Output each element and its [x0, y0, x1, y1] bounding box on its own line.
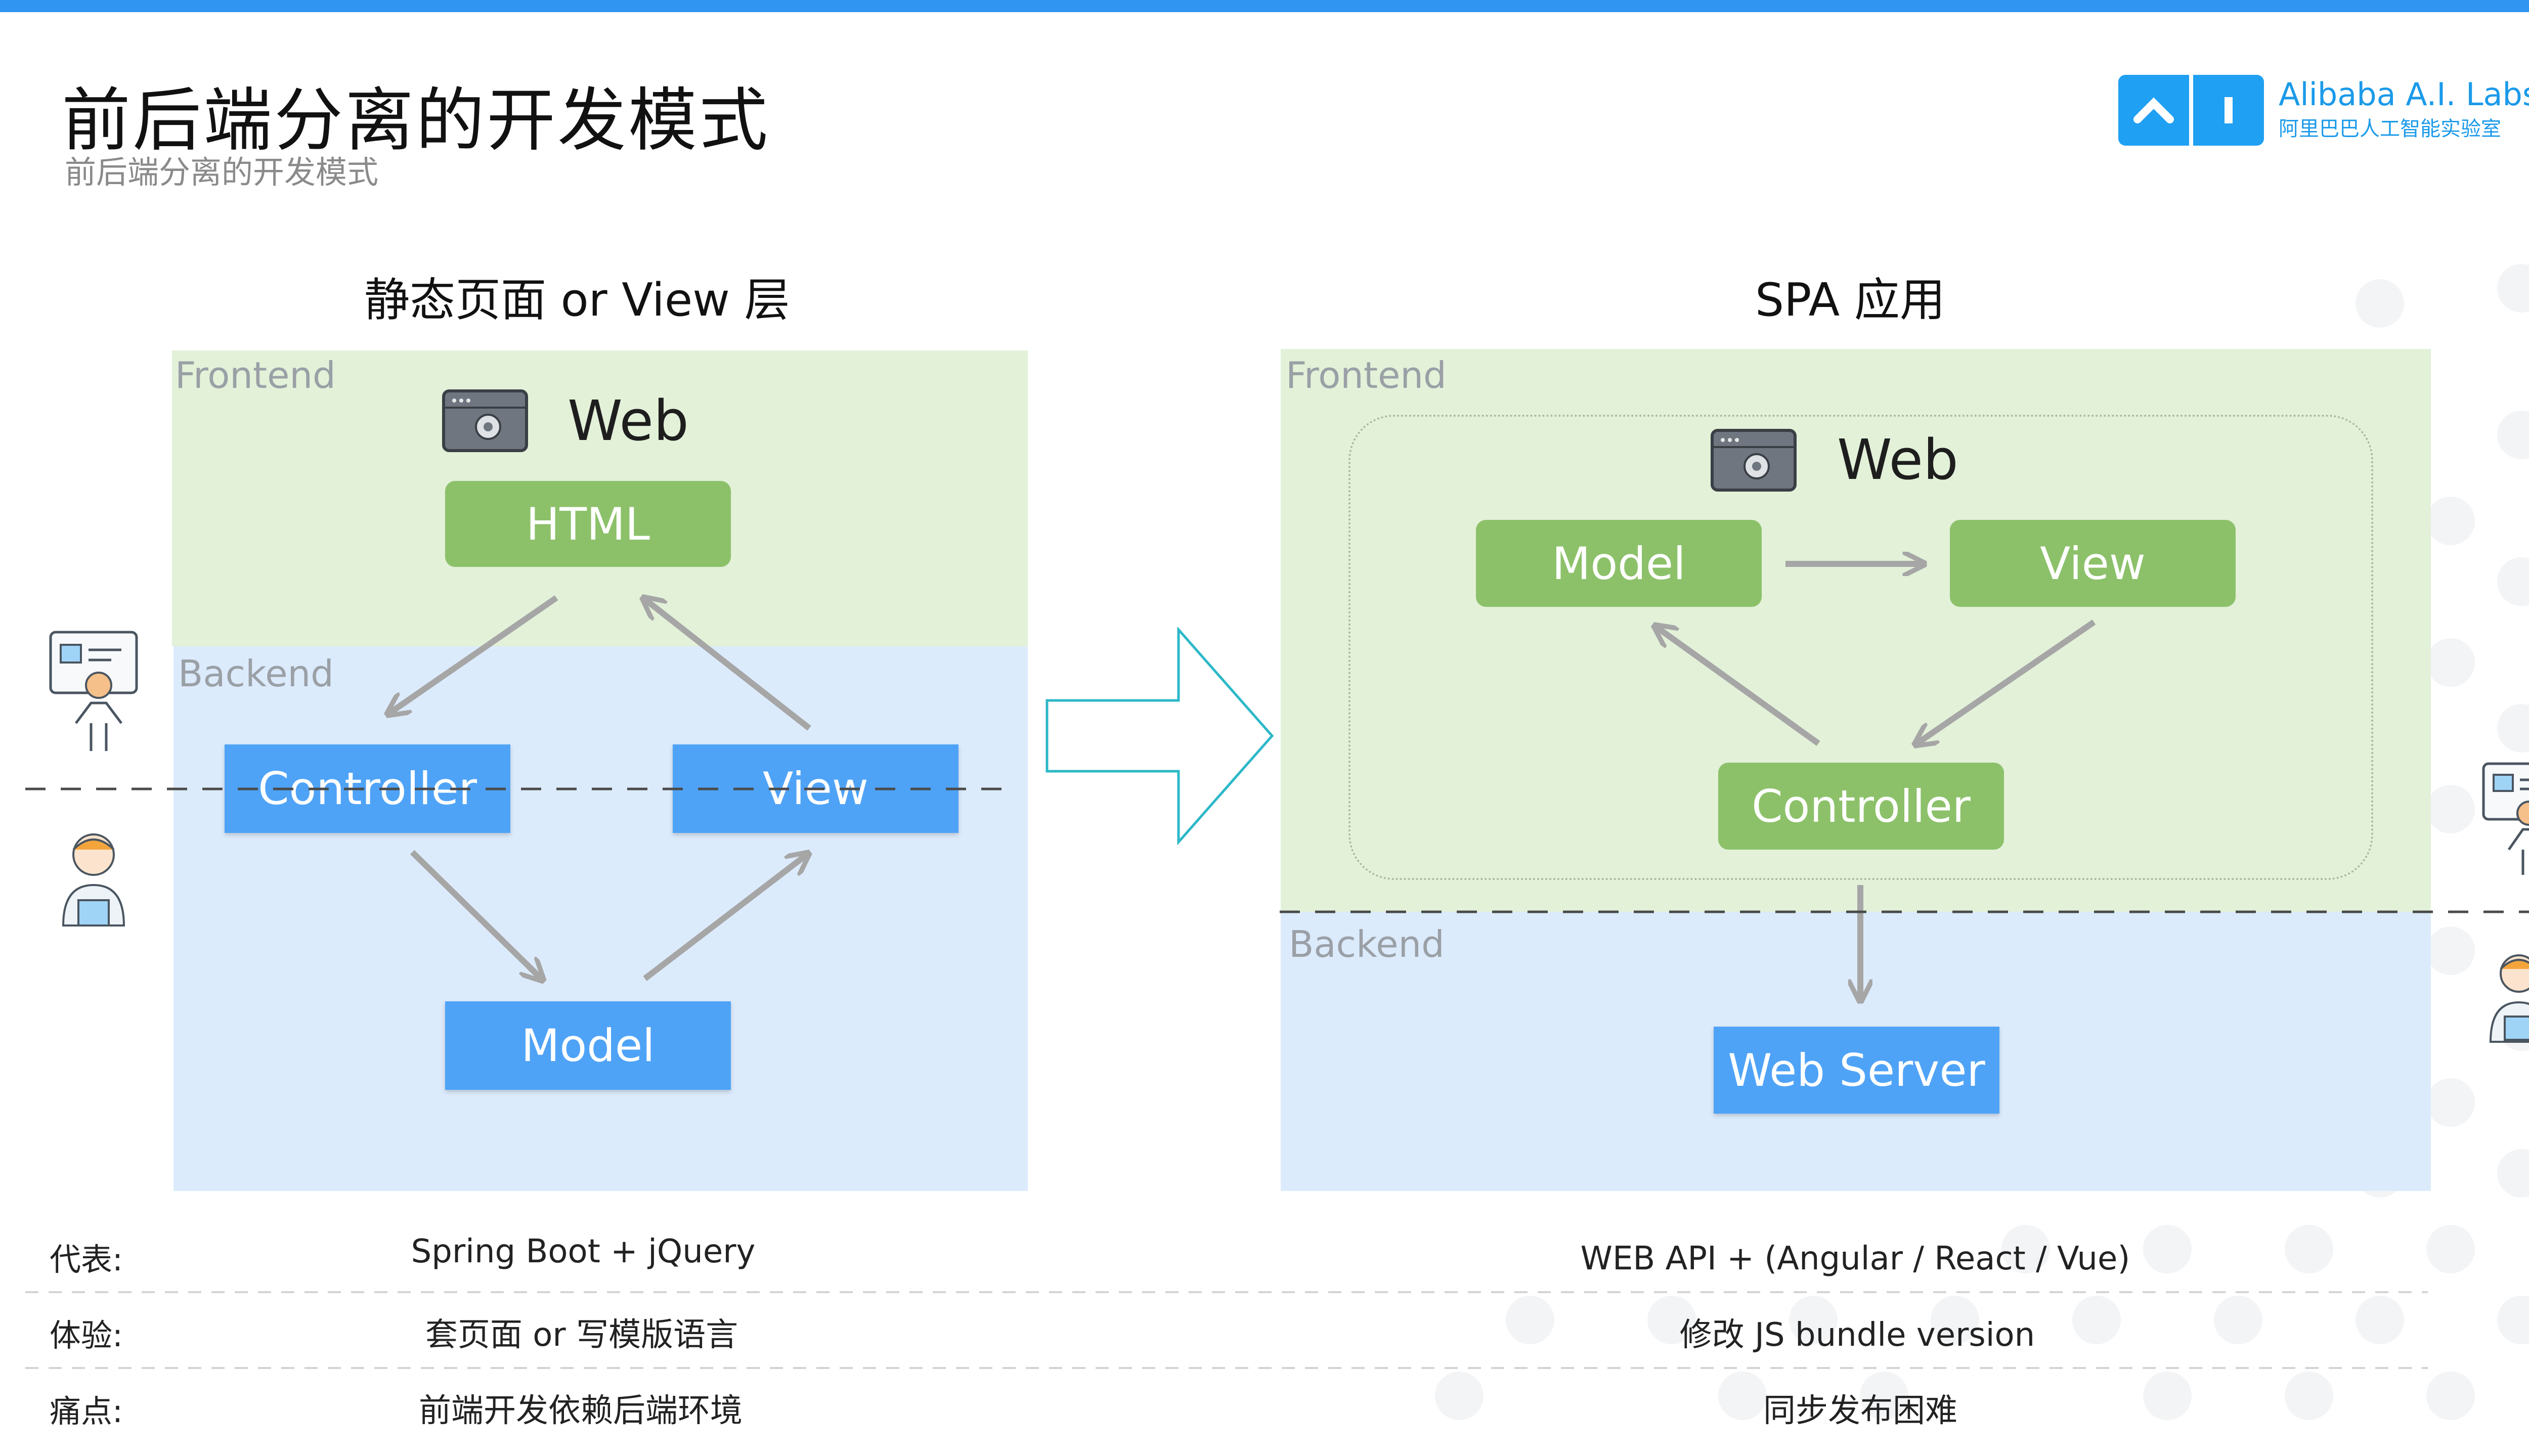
right-model-box: Model [1476, 520, 1762, 607]
top-accent-bar [0, 0, 2529, 12]
right-controller-box: Controller [1718, 763, 2004, 850]
table-right-experience: 修改 JS bundle version [1679, 1316, 2035, 1354]
arrow-view-to-html [645, 599, 811, 731]
table-left-representative: Spring Boot + jQuery [411, 1233, 756, 1270]
arrow-controller-to-model [1656, 627, 1820, 746]
right-web-container [1348, 415, 2373, 880]
table-label-representative: 代表: [50, 1241, 123, 1278]
person-presenter-icon [2482, 762, 2529, 875]
table-right-representative: WEB API + (Angular / React / Vue) [1580, 1240, 2130, 1277]
logo-mark-left [2118, 75, 2189, 146]
chevron-up-icon [2133, 97, 2174, 123]
table-label-pain-points: 痛点: [50, 1393, 123, 1430]
browser-icon [442, 389, 528, 452]
person-developer-icon [62, 833, 125, 926]
right-web-server-box: Web Server [1714, 1027, 1999, 1114]
table-label-experience: 体验: [50, 1317, 123, 1354]
left-backend-label: Backend [178, 652, 334, 695]
person-presenter-icon [49, 631, 138, 751]
left-model-box: Model [445, 1001, 731, 1090]
logo-mark-right [2193, 75, 2264, 146]
person-developer-icon [2489, 954, 2529, 1043]
left-web-label: Web [568, 388, 689, 453]
right-panel-title: SPA 应用 [1755, 274, 1945, 327]
page-title: 前后端分离的开发模式 [62, 81, 770, 161]
left-frontend-label: Frontend [175, 354, 336, 396]
arrow-model-to-view [643, 855, 807, 981]
logo-name: Alibaba A.I. Labs [2279, 76, 2529, 113]
browser-icon [1711, 429, 1797, 492]
table-right-pain-points: 同步发布困难 [1763, 1392, 1957, 1430]
page-subtitle: 前后端分离的开发模式 [65, 154, 379, 191]
table-left-experience: 套页面 or 写模版语言 [425, 1316, 738, 1354]
arrow-view-to-controller [1917, 620, 2096, 743]
right-web-label: Web [1837, 427, 1958, 492]
right-frontend-label: Frontend [1286, 354, 1447, 396]
arrow-html-to-controller [389, 595, 558, 713]
right-backend-label: Backend [1289, 923, 1445, 965]
left-backend-zone [173, 646, 1028, 1191]
logo-subtitle: 阿里巴巴人工智能实验室 [2279, 117, 2501, 141]
left-panel-title: 静态页面 or View 层 [364, 274, 790, 327]
big-transition-arrow [1045, 627, 1274, 846]
table-left-pain-points: 前端开发依赖后端环境 [419, 1392, 743, 1430]
arrow-controller-to-model [410, 850, 541, 979]
right-view-box: View [1950, 520, 2236, 607]
left-html-box: HTML [445, 481, 731, 567]
